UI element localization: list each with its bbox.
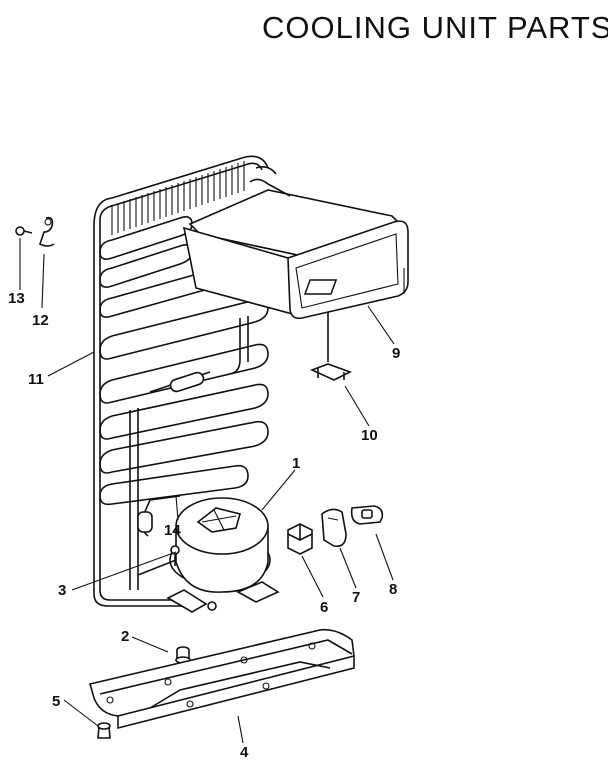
condenser-coil	[93, 155, 269, 607]
callout-6: 6	[320, 599, 328, 616]
cover-7	[321, 508, 347, 548]
bracket-10	[309, 312, 353, 381]
callout-11: 11	[28, 371, 44, 388]
screw-3	[170, 545, 180, 566]
page-title: COOLING UNIT PARTS	[262, 10, 608, 45]
evaporator-box	[182, 166, 409, 320]
callout-14: 14	[164, 522, 181, 539]
screw-5	[97, 722, 111, 739]
callout-12: 12	[32, 312, 49, 329]
callout-13: 13	[8, 290, 25, 307]
callout-8: 8	[389, 581, 397, 598]
relay-6	[287, 523, 313, 555]
screw-13	[15, 226, 33, 236]
callout-9: 9	[392, 345, 400, 362]
callout-1: 1	[292, 455, 300, 472]
callout-10: 10	[361, 427, 378, 444]
base-rail-4	[89, 628, 355, 730]
callout-4: 4	[240, 744, 249, 761]
leader-lines	[19, 238, 395, 744]
callout-5: 5	[52, 693, 60, 710]
clip-8	[350, 505, 384, 525]
callout-7: 7	[352, 589, 360, 606]
clip-12	[39, 216, 55, 247]
compressor	[137, 495, 280, 613]
callout-3: 3	[58, 582, 66, 599]
callout-2: 2	[121, 628, 129, 645]
